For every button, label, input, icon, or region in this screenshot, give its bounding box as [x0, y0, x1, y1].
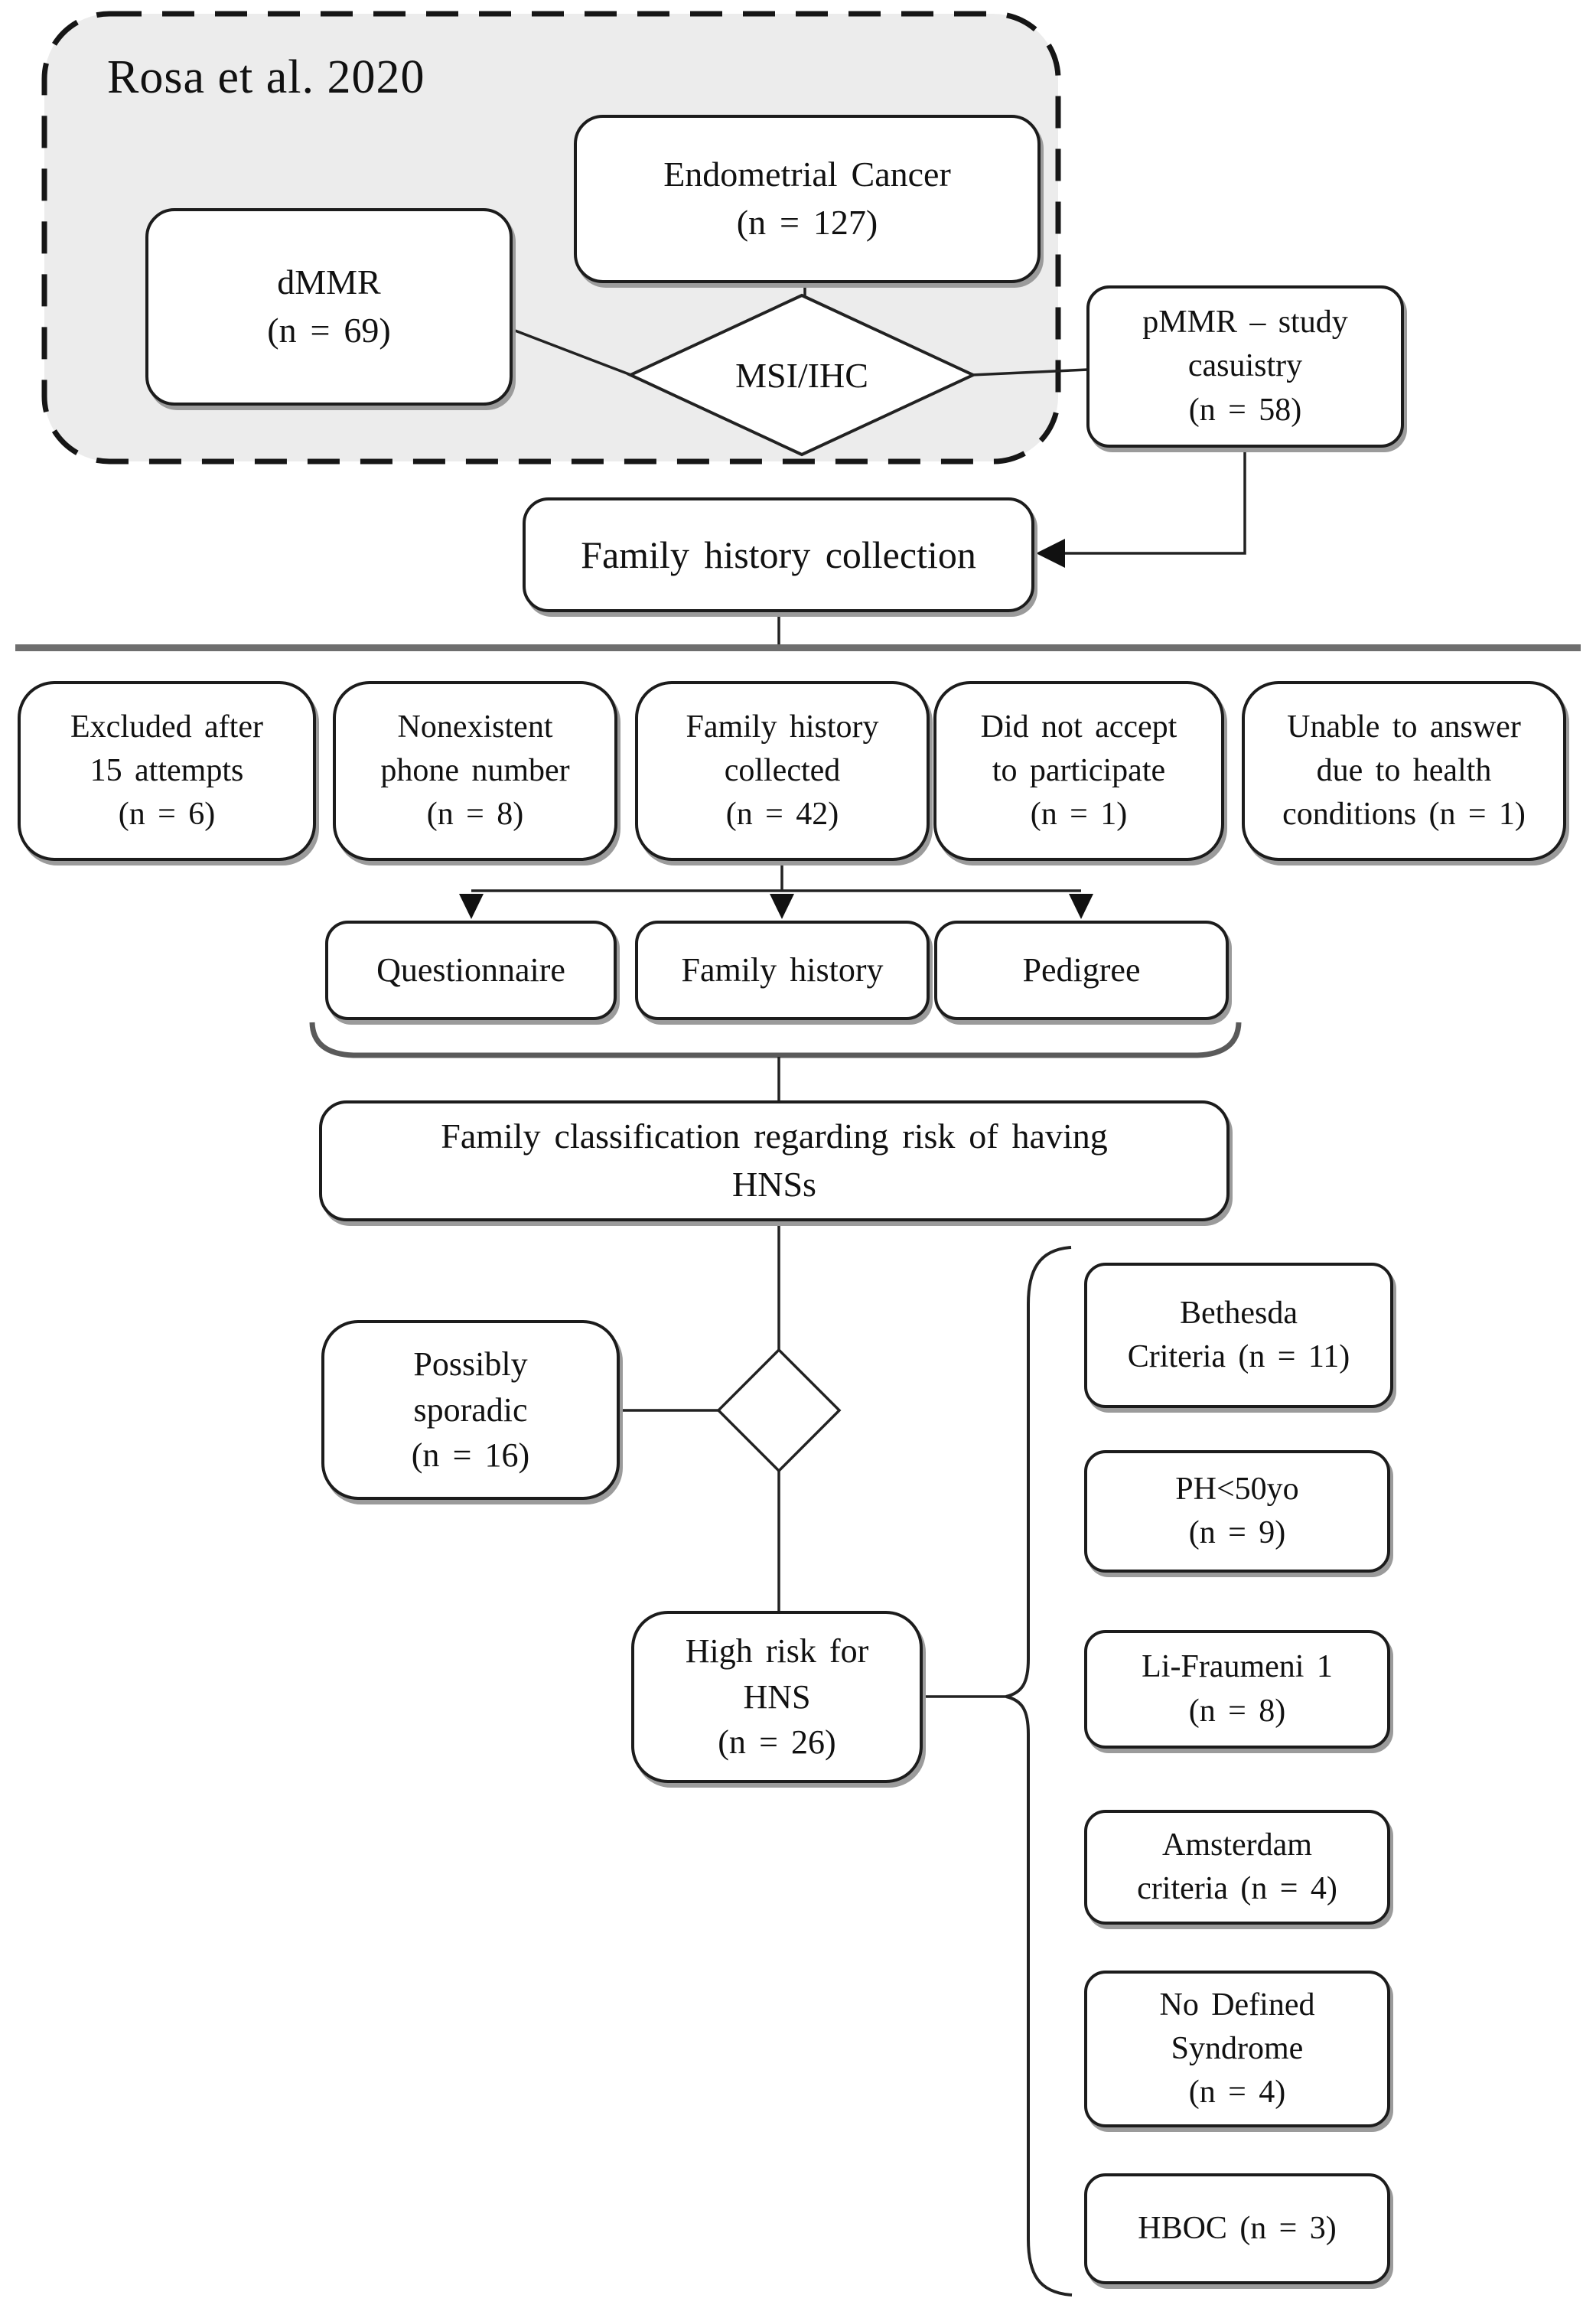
- arrowhead-down-questionnaire-icon: [459, 894, 484, 919]
- node-count: (n = 26): [718, 1723, 836, 1762]
- node-text: to participate: [992, 752, 1166, 788]
- node-endometrial-cancer: Endometrial Cancer (n = 127): [574, 115, 1041, 283]
- study-label: Rosa et al. 2020: [107, 51, 425, 103]
- node-excluded-after-attempts: Excluded after 15 attempts (n = 6): [18, 681, 316, 861]
- node-unable-to-answer: Unable to answer due to health condition…: [1242, 681, 1566, 861]
- node-count: (n = 8): [426, 797, 524, 833]
- node-high-risk-hns: High risk for HNS (n = 26): [631, 1611, 923, 1783]
- node-text: PH<50yo: [1175, 1471, 1299, 1507]
- node-count: (n = 69): [267, 311, 391, 350]
- node-text: Family history: [686, 709, 879, 745]
- node-text: Unable to answer: [1287, 709, 1521, 745]
- node-count: (n = 127): [736, 203, 878, 242]
- node-text: High risk for: [685, 1632, 869, 1670]
- node-count: (n = 1): [1030, 797, 1128, 833]
- node-text: Family classification regarding risk of …: [441, 1117, 1108, 1156]
- node-ph-under-50: PH<50yo (n = 9): [1084, 1450, 1390, 1573]
- node-family-history-collection: Family history collection: [523, 497, 1034, 612]
- node-text: No Defined: [1159, 1987, 1315, 2023]
- right-brace: [1005, 1246, 1073, 2297]
- node-text: due to health: [1316, 752, 1492, 788]
- node-text: dMMR: [277, 262, 381, 302]
- node-text: Possibly: [413, 1345, 528, 1383]
- node-li-fraumeni: Li-Fraumeni 1 (n = 8): [1084, 1630, 1390, 1749]
- arrowhead-down-pedigree-icon: [1069, 894, 1093, 919]
- node-text: Excluded after: [70, 709, 263, 745]
- msi-ihc-label: MSI/IHC: [687, 350, 917, 399]
- node-count: (n = 8): [1188, 1693, 1286, 1729]
- node-text: Bethesda: [1180, 1295, 1298, 1331]
- node-family-classification: Family classification regarding risk of …: [319, 1100, 1230, 1221]
- node-text: Questionnaire: [376, 951, 565, 989]
- node-hboc: HBOC (n = 3): [1084, 2173, 1390, 2284]
- node-text: HNSs: [732, 1165, 816, 1204]
- node-text: sporadic: [413, 1390, 528, 1429]
- node-text: phone number: [380, 752, 570, 788]
- node-text: Family history: [681, 951, 884, 989]
- arrowhead-left-icon: [1036, 539, 1065, 568]
- node-count: Criteria (n = 11): [1127, 1339, 1350, 1374]
- node-text: collected: [724, 752, 841, 788]
- decision-diamond: [716, 1348, 842, 1473]
- node-count: (n = 42): [725, 797, 839, 833]
- node-text: Syndrome: [1171, 2030, 1304, 2066]
- node-text: Endometrial Cancer: [663, 155, 951, 194]
- node-text: Amsterdam: [1162, 1827, 1312, 1863]
- node-count: (n = 4): [1188, 2075, 1286, 2111]
- node-count: criteria (n = 4): [1137, 1871, 1337, 1906]
- node-count: (n = 6): [118, 797, 216, 833]
- node-text: pMMR – study: [1142, 305, 1348, 341]
- node-text: MSI/IHC: [735, 355, 868, 395]
- node-count: (n = 58): [1188, 392, 1302, 428]
- node-text: Pedigree: [1022, 951, 1141, 989]
- node-count: conditions (n = 1): [1282, 797, 1526, 833]
- node-text: HBOC (n = 3): [1138, 2210, 1337, 2246]
- node-text: Family history collection: [581, 533, 976, 576]
- node-text: HNS: [743, 1677, 811, 1716]
- node-pedigree: Pedigree: [934, 921, 1229, 1020]
- node-pmmr-study-casuistry: pMMR – study casuistry (n = 58): [1086, 285, 1404, 448]
- node-text: 15 attempts: [90, 752, 244, 788]
- arrowhead-down-family-history-icon: [770, 894, 794, 919]
- underbrace: [309, 1022, 1242, 1058]
- node-bethesda-criteria: Bethesda Criteria (n = 11): [1084, 1263, 1393, 1408]
- connector-diamond-to-pmmr: [971, 368, 1089, 377]
- node-family-history-collected: Family history collected (n = 42): [635, 681, 930, 861]
- node-possibly-sporadic: Possibly sporadic (n = 16): [321, 1320, 620, 1500]
- node-text: Nonexistent: [397, 709, 553, 745]
- node-text: casuistry: [1187, 348, 1303, 384]
- node-questionnaire: Questionnaire: [325, 921, 617, 1020]
- node-dmmr: dMMR (n = 69): [145, 208, 513, 406]
- connector-dmmr-to-diamond: [510, 328, 636, 378]
- node-text: Did not accept: [980, 709, 1177, 745]
- node-did-not-accept: Did not accept to participate (n = 1): [933, 681, 1224, 861]
- node-nonexistent-phone: Nonexistent phone number (n = 8): [333, 681, 617, 861]
- node-text: Li-Fraumeni 1: [1142, 1649, 1333, 1685]
- node-amsterdam-criteria: Amsterdam criteria (n = 4): [1084, 1810, 1390, 1925]
- node-family-history: Family history: [635, 921, 930, 1020]
- connector-pmmr-to-collection: [1065, 449, 1246, 555]
- node-no-defined-syndrome: No Defined Syndrome (n = 4): [1084, 1971, 1390, 2127]
- msi-ihc-diamond: [627, 293, 977, 457]
- node-count: (n = 9): [1188, 1515, 1286, 1550]
- node-count: (n = 16): [411, 1436, 530, 1475]
- distribution-bar: [15, 644, 1581, 651]
